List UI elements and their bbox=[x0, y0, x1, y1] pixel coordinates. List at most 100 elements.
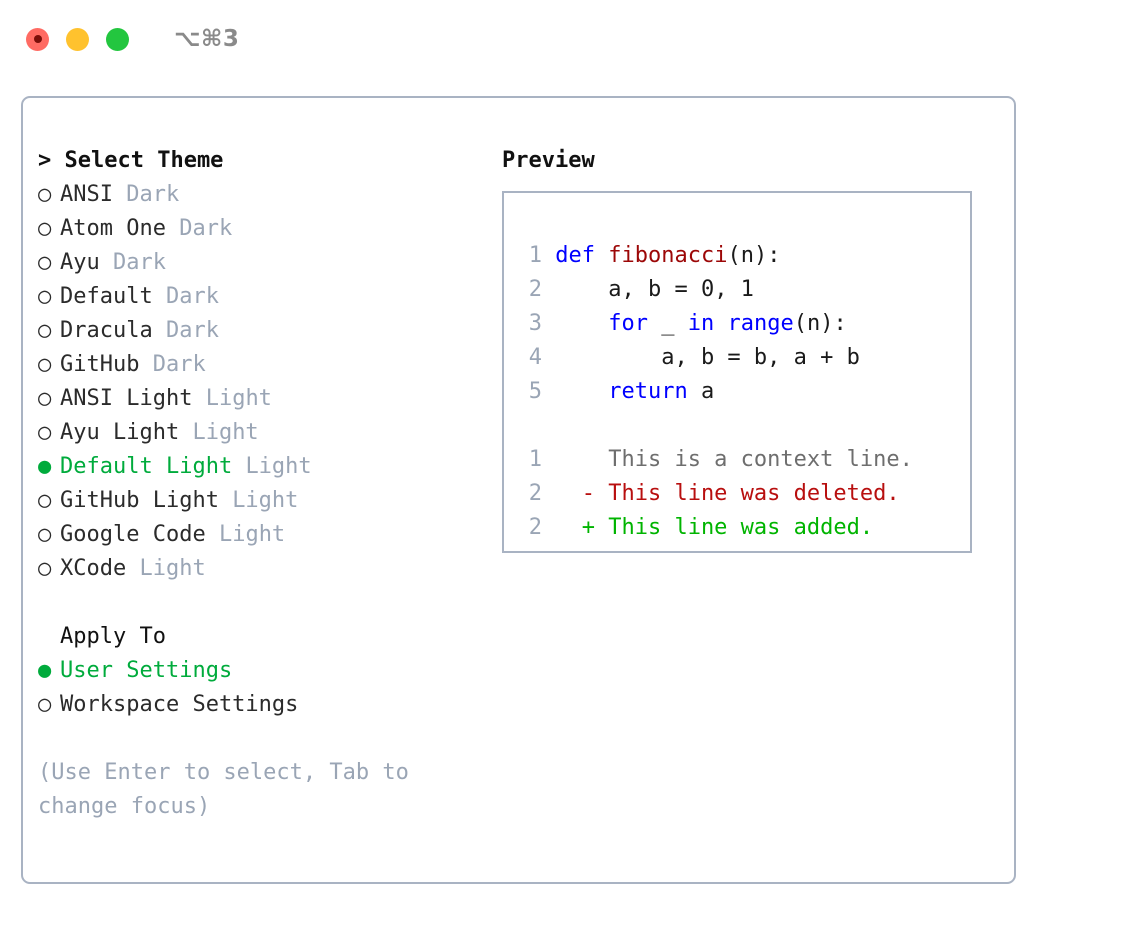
code-token: _ bbox=[647, 311, 688, 336]
line-number: 1 bbox=[528, 447, 542, 472]
spacer bbox=[38, 586, 478, 620]
preview-title: Preview bbox=[502, 148, 595, 173]
theme-name-label: Dracula bbox=[60, 318, 166, 343]
theme-name-label: Ayu Light bbox=[60, 420, 193, 445]
code-token: fibonacci bbox=[608, 243, 728, 268]
theme-list-item[interactable]: ○ANSI Light Light bbox=[38, 382, 478, 416]
apply-to-option[interactable]: ● User Settings bbox=[38, 654, 478, 688]
theme-variant-label: Light bbox=[139, 556, 206, 581]
gutter-space bbox=[542, 311, 555, 336]
theme-name-label: Ayu bbox=[60, 250, 113, 275]
radio-unselected-icon: ○ bbox=[38, 522, 52, 547]
keyboard-hint-text: (Use Enter to select, Tab to change focu… bbox=[38, 760, 423, 819]
theme-list-item[interactable]: ○GitHub Dark bbox=[38, 348, 478, 382]
code-token: (n): bbox=[727, 243, 781, 268]
line-number: 2 bbox=[528, 515, 542, 540]
theme-list-item[interactable]: ○Default Dark bbox=[38, 280, 478, 314]
radio-selected-icon: ● bbox=[38, 454, 52, 479]
theme-list-item[interactable]: ○ GitHub Light Light bbox=[38, 484, 478, 518]
theme-variant-label: Dark bbox=[165, 284, 219, 309]
theme-name-label: ANSI bbox=[60, 182, 127, 207]
gutter-space bbox=[542, 277, 555, 302]
theme-variant-label: Dark bbox=[165, 318, 219, 343]
radio-selected-icon: ● bbox=[38, 658, 52, 683]
radio-unselected-icon: ○ bbox=[38, 216, 52, 241]
recording-dot-icon bbox=[33, 35, 42, 43]
minimize-button[interactable] bbox=[66, 27, 89, 51]
theme-list-item[interactable]: ○Ayu Dark bbox=[38, 246, 478, 280]
apply-to-list: ● User Settings ○ Workspace Settings bbox=[38, 654, 478, 722]
apply-to-label: User Settings bbox=[60, 658, 233, 683]
code-token bbox=[555, 311, 608, 336]
theme-list-item[interactable]: ○ Dracula Dark bbox=[38, 314, 478, 348]
theme-name-label: Atom One bbox=[60, 216, 180, 241]
code-line: 1 def fibonacci(n): bbox=[520, 239, 970, 273]
code-token: (n): bbox=[793, 311, 847, 336]
maximize-button[interactable] bbox=[106, 27, 129, 51]
main-panel: > Select Theme ○ANSI Dark○Atom One Dark○… bbox=[21, 96, 1016, 884]
theme-variant-label: Dark bbox=[179, 216, 233, 241]
keyboard-shortcut-label: ⌥⌘3 bbox=[174, 26, 240, 52]
radio-unselected-icon: ○ bbox=[38, 182, 52, 207]
theme-list: ○ANSI Dark○Atom One Dark○Ayu Dark○Defaul… bbox=[38, 178, 478, 586]
code-line: 2 a, b = 0, 1 bbox=[520, 273, 970, 307]
radio-unselected-icon: ○ bbox=[38, 318, 52, 343]
theme-variant-label: Light bbox=[192, 420, 259, 445]
line-number: 4 bbox=[528, 345, 542, 370]
line-number: 2 bbox=[528, 481, 542, 506]
line-number: 3 bbox=[528, 311, 542, 336]
code-token: for bbox=[608, 311, 648, 336]
theme-list-item[interactable]: ○ ANSI Dark bbox=[38, 178, 478, 212]
apply-to-option[interactable]: ○ Workspace Settings bbox=[38, 688, 478, 722]
code-token: a, b = b, a + b bbox=[555, 345, 860, 370]
code-token: a, b = 0, 1 bbox=[555, 277, 754, 302]
code-token: return bbox=[608, 379, 688, 404]
radio-unselected-icon: ○ bbox=[38, 352, 52, 377]
theme-list-item[interactable]: ○Google Code Light bbox=[38, 518, 478, 552]
theme-variant-label: Dark bbox=[126, 182, 180, 207]
radio-unselected-icon: ○ bbox=[38, 692, 52, 717]
theme-variant-label: Light bbox=[232, 488, 299, 513]
theme-variant-label: Light bbox=[205, 386, 272, 411]
title-bar: ⌥⌘3 bbox=[0, 0, 1140, 78]
theme-list-item[interactable]: ○Ayu Light Light bbox=[38, 416, 478, 450]
apply-to-label: Workspace Settings bbox=[60, 692, 299, 717]
code-token bbox=[555, 379, 608, 404]
gutter-space bbox=[542, 243, 555, 268]
spacer bbox=[520, 409, 970, 443]
theme-name-label: GitHub bbox=[60, 352, 153, 377]
diff-line: 2 + This line was added. bbox=[520, 511, 970, 545]
theme-variant-label: Light bbox=[245, 454, 312, 479]
code-token: in bbox=[687, 311, 715, 336]
theme-list-item[interactable]: ○XCode Light bbox=[38, 552, 478, 586]
line-number: 5 bbox=[528, 379, 542, 404]
diff-del-text: - This line was deleted. bbox=[542, 481, 900, 506]
radio-unselected-icon: ○ bbox=[38, 556, 52, 581]
close-button[interactable] bbox=[26, 27, 49, 51]
theme-variant-label: Dark bbox=[112, 250, 166, 275]
code-line: 3 for _ in range(n): bbox=[520, 307, 970, 341]
code-token bbox=[714, 311, 727, 336]
diff-ctx-text: This is a context line. bbox=[542, 447, 913, 472]
theme-name-label: GitHub Light bbox=[60, 488, 233, 513]
code-token: def bbox=[555, 243, 609, 268]
theme-list-item[interactable]: ○ Atom One Dark bbox=[38, 212, 478, 246]
code-token: a bbox=[687, 379, 715, 404]
theme-list-header: > Select Theme bbox=[38, 148, 224, 173]
code-line: 4 a, b = b, a + b bbox=[520, 341, 970, 375]
radio-unselected-icon: ○ bbox=[38, 488, 52, 513]
diff-line: 1 This is a context line. bbox=[520, 443, 970, 477]
diff-sample: 1 This is a context line.2 - This line w… bbox=[520, 443, 970, 545]
apply-to-header: Apply To bbox=[60, 624, 166, 649]
theme-name-label: Default Light bbox=[60, 454, 246, 479]
theme-selector-column: > Select Theme ○ANSI Dark○Atom One Dark○… bbox=[38, 144, 478, 824]
theme-list-item[interactable]: ● Default Light Light bbox=[38, 450, 478, 484]
code-token: range bbox=[727, 311, 794, 336]
theme-name-label: Google Code bbox=[60, 522, 219, 547]
line-number: 1 bbox=[528, 243, 542, 268]
theme-name-label: Default bbox=[60, 284, 166, 309]
diff-add-text: + This line was added. bbox=[542, 515, 874, 540]
